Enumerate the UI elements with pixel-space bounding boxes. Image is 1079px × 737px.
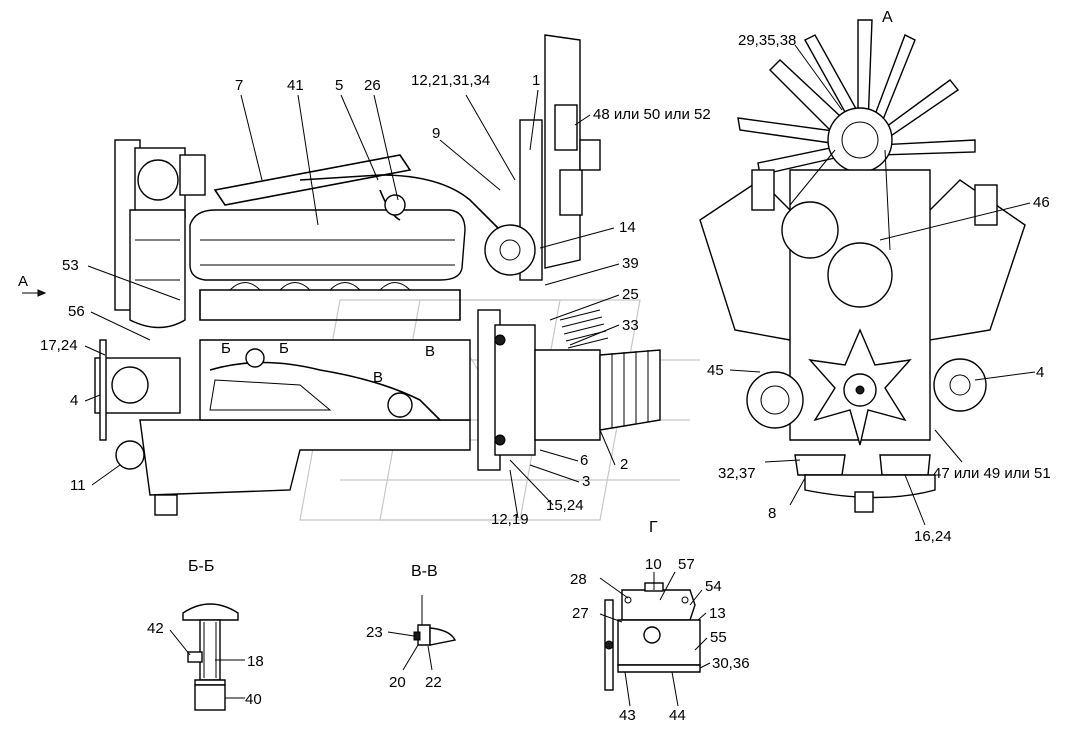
callout-55: 55 — [710, 629, 727, 646]
front-view-callouts: А 29,35,38 46 45 4 32,37 47 или 49 или 5… — [707, 9, 1051, 545]
section-vv-labels: В-В 23 20 22 — [366, 563, 442, 691]
callout-41: 41 — [287, 77, 304, 94]
callout-40: 40 — [245, 691, 262, 708]
side-view-callouts: 7 41 5 26 12,21,31,34 1 48 или 50 или 52… — [18, 72, 711, 528]
callout-39: 39 — [622, 255, 639, 272]
section-bb-labels: Б-Б 42 18 40 — [147, 558, 264, 708]
front-view-title: А — [882, 9, 893, 26]
callout-4-front: 4 — [1036, 364, 1044, 381]
view-arrow-a — [22, 289, 47, 297]
section-bb-drawing — [169, 603, 245, 711]
callout-13: 13 — [709, 605, 726, 622]
callout-27: 27 — [572, 605, 589, 622]
callout-43: 43 — [619, 707, 636, 724]
callout-23: 23 — [366, 624, 383, 641]
callout-25: 25 — [622, 286, 639, 303]
section-vv-drawing — [387, 595, 457, 671]
section-bb-title: Б-Б — [188, 558, 214, 575]
callout-57: 57 — [678, 556, 695, 573]
callout-16-24: 16,24 — [914, 528, 952, 545]
section-v-label-top: В — [425, 343, 435, 360]
callout-14: 14 — [619, 219, 636, 236]
callout-26: 26 — [364, 77, 381, 94]
callout-8: 8 — [768, 505, 776, 522]
callout-44: 44 — [669, 707, 686, 724]
callout-56: 56 — [68, 303, 85, 320]
callout-22: 22 — [425, 674, 442, 691]
view-arrow-label: А — [18, 273, 28, 290]
section-b-label-left: Б — [221, 340, 231, 357]
callout-33: 33 — [622, 317, 639, 334]
front-view-engine — [699, 19, 1026, 513]
section-b-label-right: Б — [279, 340, 289, 357]
callout-11: 11 — [70, 477, 86, 494]
callout-28: 28 — [570, 571, 587, 588]
section-vv-title: В-В — [411, 563, 438, 580]
front-view-leaders — [729, 44, 1036, 526]
callout-10: 10 — [645, 556, 662, 573]
view-g-labels: Г 28 10 57 54 27 13 55 30,36 43 44 — [570, 519, 750, 724]
callout-17-24: 17,24 — [40, 337, 78, 354]
callout-20: 20 — [389, 674, 406, 691]
side-view-engine — [94, 34, 661, 516]
callout-53: 53 — [62, 257, 79, 274]
callout-15-24: 15,24 — [546, 497, 584, 514]
callout-7: 7 — [235, 77, 243, 94]
callout-54: 54 — [705, 578, 722, 595]
callout-2: 2 — [620, 456, 628, 473]
callout-29-35-38: 29,35,38 — [738, 32, 796, 49]
callout-46: 46 — [1033, 194, 1050, 211]
view-g-title: Г — [649, 519, 658, 536]
callout-1: 1 — [532, 72, 540, 89]
callout-32-37: 32,37 — [718, 465, 756, 482]
callout-42: 42 — [147, 620, 164, 637]
callout-3: 3 — [582, 473, 590, 490]
callout-48-50-52: 48 или 50 или 52 — [593, 106, 711, 123]
side-view-leaders — [40, 89, 620, 519]
callout-47-49-51: 47 или 49 или 51 — [933, 465, 1051, 482]
callout-30-36: 30,36 — [712, 655, 750, 672]
callout-6: 6 — [580, 452, 588, 469]
callout-12-21-31-34: 12,21,31,34 — [411, 72, 490, 89]
callout-12-19: 12,19 — [491, 511, 529, 528]
view-g-drawing — [599, 571, 711, 707]
callout-45: 45 — [707, 362, 724, 379]
callout-18: 18 — [247, 653, 264, 670]
callout-5: 5 — [335, 77, 343, 94]
section-v-label-bottom: В — [373, 369, 383, 386]
callout-9: 9 — [432, 125, 440, 142]
callout-4-side: 4 — [70, 392, 78, 409]
